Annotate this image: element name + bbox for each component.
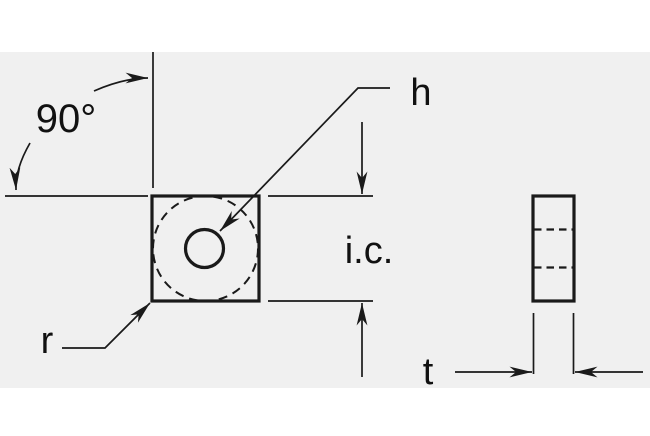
hole-leader-line bbox=[219, 87, 390, 232]
corner-angle-annotation: 90° bbox=[5, 52, 154, 197]
angle-arc-arrow-upper bbox=[93, 72, 149, 92]
inscribed-circle-dashed bbox=[152, 195, 259, 302]
drawing-canvas bbox=[0, 52, 650, 388]
hole-annotation: h bbox=[219, 72, 432, 232]
corner-angle-label: 90° bbox=[36, 97, 97, 141]
corner-radius-annotation: r bbox=[41, 302, 151, 362]
inscribed-circle-label: i.c. bbox=[345, 230, 394, 272]
corner-radius-label: r bbox=[41, 320, 54, 362]
hole-label: h bbox=[410, 72, 431, 114]
side-view bbox=[531, 194, 576, 303]
thickness-dimension: t bbox=[423, 313, 643, 393]
center-hole bbox=[183, 227, 226, 270]
side-outline bbox=[531, 194, 576, 303]
inscribed-circle-dimension: i.c. bbox=[268, 122, 393, 377]
radius-leader-line bbox=[62, 302, 151, 349]
angle-arc-arrow-lower bbox=[9, 142, 31, 191]
front-view bbox=[150, 194, 261, 303]
thickness-label: t bbox=[423, 351, 434, 393]
